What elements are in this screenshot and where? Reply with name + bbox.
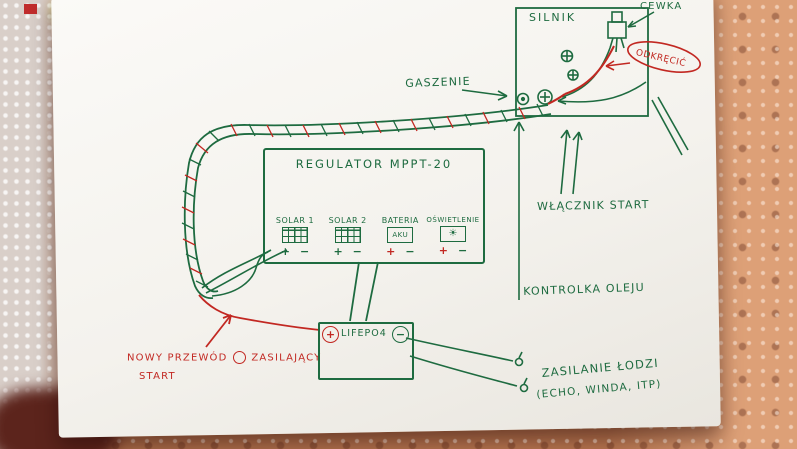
kill-label: GASZENIE	[405, 74, 471, 90]
channel-label: SOLAR 2	[328, 216, 367, 225]
new-wire-label: NOWY PRZEWÓD ZASILAJĄCY	[127, 351, 322, 364]
battery-plus-terminal: +	[322, 326, 339, 343]
channel-oswietlenie: OŚWIETLENIE ☀ +−	[426, 216, 480, 258]
channel-solar1: SOLAR 1 +−	[269, 216, 321, 258]
supplying-text: ZASILAJĄCY	[251, 352, 322, 364]
plus-terminal: +	[333, 245, 343, 258]
solar-panel-icon	[282, 227, 308, 243]
regulator-box: REGULATOR MPPT-20 SOLAR 1 +− SOLAR 2 +− …	[263, 148, 485, 264]
regulator-channels: SOLAR 1 +− SOLAR 2 +− BATERIA AKU +− OŚW…	[269, 216, 479, 258]
channel-label: SOLAR 1	[275, 216, 315, 225]
minus-terminal: −	[457, 244, 468, 257]
plus-terminal: +	[386, 245, 396, 258]
bulb-glyph: ☀	[448, 228, 458, 239]
start-label: START	[139, 371, 176, 382]
minus-terminal: −	[352, 245, 362, 258]
engine-label: SILNIK	[529, 11, 577, 24]
light-icon: ☀	[439, 226, 466, 242]
red-spot	[24, 4, 37, 14]
minus-terminal: −	[300, 245, 310, 258]
channel-label: OŚWIETLENIE	[426, 216, 480, 224]
aku-text: AKU	[392, 231, 409, 239]
coil-label: CEWKA	[640, 1, 683, 12]
channel-label: BATERIA	[381, 216, 419, 225]
solar-panel-icon	[334, 227, 361, 243]
battery-label: LIFEPO4	[341, 328, 387, 339]
battery-icon: AKU	[387, 227, 414, 243]
channel-bateria: BATERIA AKU +−	[374, 216, 426, 258]
battery-minus-terminal: −	[392, 326, 409, 343]
channel-solar2: SOLAR 2 +−	[322, 216, 374, 258]
new-wire-text: NOWY PRZEWÓD	[127, 352, 228, 364]
regulator-title: REGULATOR MPPT-20	[295, 157, 453, 171]
plus-terminal: +	[438, 244, 448, 257]
minus-terminal: −	[405, 245, 415, 258]
lifepo4-battery: + LIFEPO4 −	[318, 322, 414, 380]
plus-terminal: +	[280, 245, 290, 258]
red-circle-mark	[232, 351, 246, 364]
start-switch-label: WŁĄCZNIK START	[537, 198, 650, 213]
